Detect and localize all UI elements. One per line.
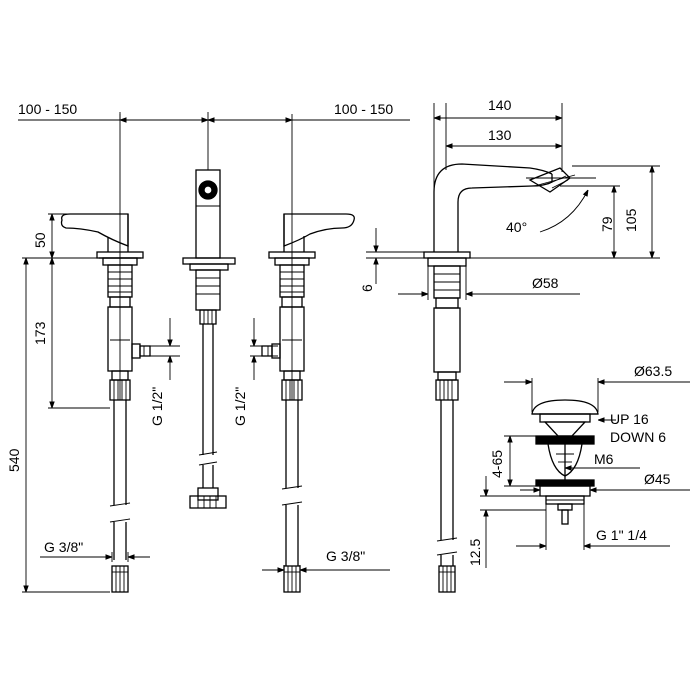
dim-hose-right: G 3/8" bbox=[326, 548, 365, 564]
dim-handle-height: 50 bbox=[32, 232, 48, 248]
dim-total-height: 540 bbox=[6, 448, 22, 472]
inlet-left-dimension: G 1/2" bbox=[149, 318, 180, 426]
base-diameter-dimension: Ø58 bbox=[398, 266, 580, 300]
dim-inlet-center: G 1/2" bbox=[232, 387, 248, 426]
dim-down-travel: DOWN 6 bbox=[610, 429, 666, 445]
angle-arc-icon: 40° bbox=[506, 177, 596, 235]
dim-flange-height: 12.5 bbox=[467, 539, 483, 566]
dim-hose-left: G 3/8" bbox=[44, 539, 83, 555]
dim-base-diameter: Ø58 bbox=[532, 275, 559, 291]
dim-body-diameter: Ø45 bbox=[644, 471, 671, 487]
hose-left-dimension: G 3/8" bbox=[40, 539, 150, 562]
dim-right-spacing: 100 - 150 bbox=[334, 101, 393, 117]
side-height-dimensions: 79 105 bbox=[470, 165, 660, 259]
left-dimensions: 50 173 540 bbox=[6, 213, 110, 593]
dim-inlet-left: G 1/2" bbox=[149, 387, 165, 426]
dim-up-travel: UP 16 bbox=[610, 411, 649, 427]
waste-dimensions: Ø63.5 UP 16 DOWN 6 M6 4-65 Ø45 12.5 G 1"… bbox=[467, 363, 690, 568]
dim-outlet-thread: G 1" 1/4 bbox=[596, 527, 647, 543]
side-view-spout bbox=[423, 163, 576, 593]
dim-spout-angle: 40° bbox=[506, 219, 527, 235]
pop-up-waste bbox=[531, 399, 599, 525]
dim-thread-m: M6 bbox=[594, 451, 614, 467]
dim-cap-diameter: Ø63.5 bbox=[634, 363, 672, 379]
dim-outlet-height: 79 bbox=[599, 216, 615, 232]
inlet-center-dimension: G 1/2" bbox=[232, 318, 278, 426]
plate-thickness-dimension: 6 bbox=[359, 228, 424, 292]
dim-range: 4-65 bbox=[489, 450, 505, 478]
dim-total-reach: 140 bbox=[488, 97, 512, 113]
hose-right-dimension: G 3/8" bbox=[262, 548, 390, 575]
right-valve bbox=[261, 213, 355, 593]
top-dimensions: 100 - 150 100 - 150 140 130 bbox=[18, 97, 563, 400]
dim-left-spacing: 100 - 150 bbox=[18, 101, 77, 117]
dim-body-height: 173 bbox=[32, 321, 48, 345]
dim-spout-reach: 130 bbox=[488, 127, 512, 143]
dim-plate-thickness: 6 bbox=[359, 284, 375, 292]
dim-spout-height: 105 bbox=[623, 208, 639, 232]
left-valve bbox=[60, 213, 151, 593]
center-body bbox=[182, 169, 236, 509]
